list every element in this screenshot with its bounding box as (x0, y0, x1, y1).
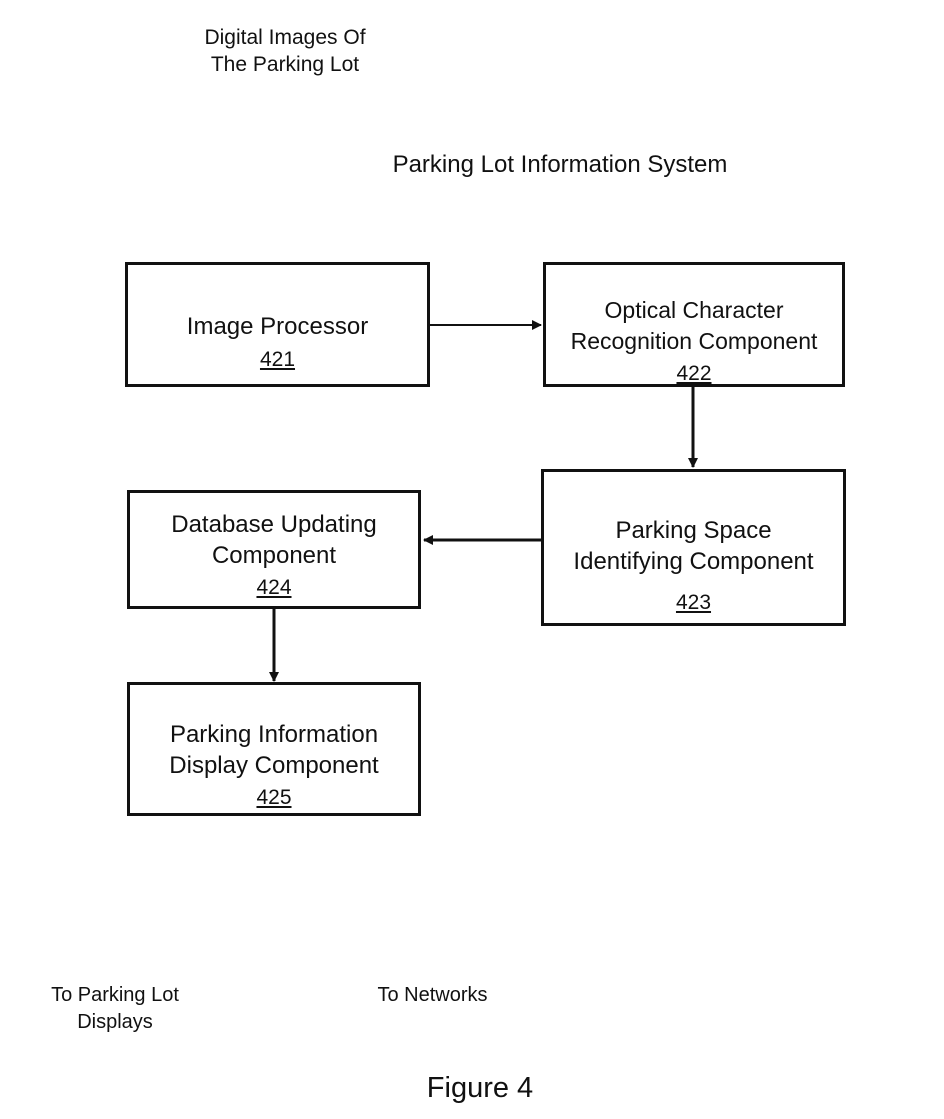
parking-info-display-title: Parking Information Display Component (169, 721, 379, 779)
output-networks-label: To Networks (377, 984, 488, 1006)
ocr-component-box: Optical Character Recognition Component … (543, 262, 845, 387)
image-processor-box: Image Processor 421 (125, 262, 430, 387)
database-updating-ref: 424 (256, 576, 292, 599)
output-parking-lot-displays-label: To Parking Lot Displays (51, 984, 179, 1033)
parking-space-identifying-box: Parking Space Identifying Component 423 (541, 469, 846, 626)
parking-info-display-box: Parking Information Display Component 42… (127, 682, 421, 816)
parking-space-identifying-ref: 423 (675, 591, 712, 614)
input-digital-images-label: Digital Images Of The Parking Lot (204, 26, 366, 76)
database-updating-title: Database Updating Component (171, 511, 377, 569)
parking-space-identifying-title: Parking Space Identifying Component (573, 517, 814, 575)
parking-info-display-ref: 425 (256, 786, 292, 809)
ocr-component-title: Optical Character Recognition Component (570, 297, 818, 354)
database-updating-box: Database Updating Component 424 (127, 490, 421, 609)
system-title: Parking Lot Information System (392, 151, 728, 178)
image-processor-ref: 421 (259, 348, 296, 371)
image-processor-title: Image Processor (186, 313, 369, 340)
ocr-component-ref: 422 (676, 362, 712, 385)
figure-caption: Figure 4 (426, 1072, 534, 1104)
